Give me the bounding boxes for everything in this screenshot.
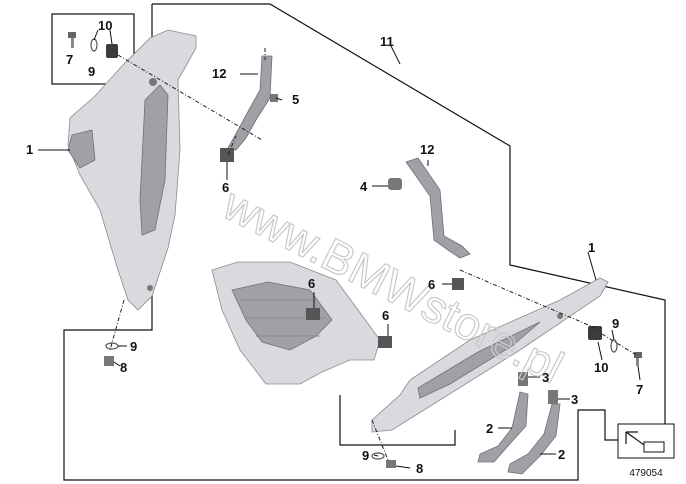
screw-3-a bbox=[518, 372, 528, 386]
callout-1-right: 1 bbox=[588, 240, 595, 255]
clip-6-mid bbox=[452, 278, 464, 290]
screw-7-right bbox=[634, 352, 642, 366]
callout-7-left: 7 bbox=[66, 52, 73, 67]
left-fairing-panel bbox=[67, 29, 197, 311]
bracket-upper bbox=[227, 48, 273, 151]
callout-9-left: 9 bbox=[130, 339, 137, 354]
callout-10-left: 10 bbox=[98, 18, 112, 33]
fastener-box bbox=[51, 13, 135, 85]
assembly-line bbox=[601, 333, 639, 357]
callout-6-guard: 6 bbox=[308, 276, 315, 291]
callout-12-middle: 12 bbox=[420, 142, 434, 157]
assembly-line bbox=[371, 419, 389, 461]
arrow-corner-icon bbox=[617, 423, 675, 459]
callout-11: 11 bbox=[380, 34, 394, 49]
strap-left bbox=[477, 391, 529, 463]
clip-6-upper bbox=[220, 148, 234, 162]
callout-10-right: 10 bbox=[594, 360, 608, 375]
callout-9-bottom: 9 bbox=[362, 448, 369, 463]
callout-4: 4 bbox=[360, 179, 368, 194]
screw-5 bbox=[270, 94, 278, 102]
screw-4 bbox=[388, 178, 402, 190]
center-front-guard bbox=[211, 261, 381, 385]
assembly-line bbox=[117, 54, 263, 141]
callout-3-a: 3 bbox=[542, 370, 549, 385]
washer-top-left bbox=[90, 38, 98, 52]
assembly-line bbox=[459, 269, 601, 331]
clip-6-guard bbox=[306, 308, 320, 320]
callout-5: 5 bbox=[292, 92, 299, 107]
callout-12-upper: 12 bbox=[212, 66, 226, 81]
callout-8-bottom: 8 bbox=[416, 461, 423, 476]
callout-1-left: 1 bbox=[26, 142, 33, 157]
callout-2-a: 2 bbox=[486, 421, 493, 436]
washer-9-right bbox=[610, 339, 618, 353]
screw-top-left bbox=[68, 32, 76, 48]
screw-8-left bbox=[104, 356, 114, 366]
callout-6-side: 6 bbox=[382, 308, 389, 323]
callout-2-b: 2 bbox=[558, 447, 565, 462]
assembly-frame bbox=[63, 3, 666, 481]
grommet-top-left bbox=[106, 44, 118, 58]
screw-3-b bbox=[548, 390, 558, 404]
callout-3-b: 3 bbox=[571, 392, 578, 407]
strap-right bbox=[507, 403, 561, 475]
callout-8-left: 8 bbox=[120, 360, 127, 375]
callout-7-right: 7 bbox=[636, 382, 643, 397]
reference-number: 479054 bbox=[629, 468, 663, 479]
callout-6-upper: 6 bbox=[222, 180, 229, 195]
assembly-line bbox=[227, 135, 237, 156]
washer-9-bottom bbox=[371, 452, 385, 460]
bracket-middle bbox=[405, 157, 471, 259]
clip-6-side bbox=[378, 336, 392, 348]
callout-9-right: 9 bbox=[612, 316, 619, 331]
callout-6-mid: 6 bbox=[428, 277, 435, 292]
screw-8-bottom bbox=[386, 460, 396, 468]
lower-panel-frame bbox=[339, 395, 456, 446]
callout-9-top: 9 bbox=[88, 64, 95, 79]
